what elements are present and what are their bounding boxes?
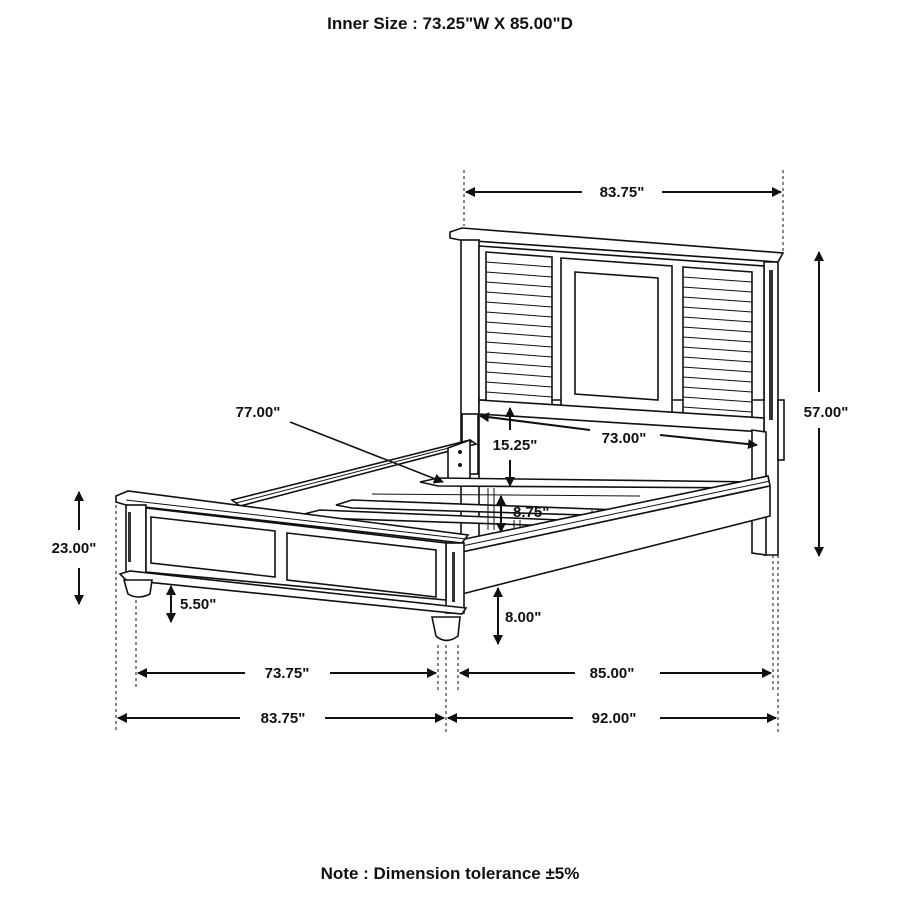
footboard-left-panel xyxy=(150,516,276,578)
svg-text:5.50": 5.50" xyxy=(180,596,216,613)
dimension-inner-length: 85.00" xyxy=(459,665,772,682)
svg-text:57.00": 57.00" xyxy=(804,404,849,421)
bed-frame-rails xyxy=(230,438,771,596)
svg-text:83.75": 83.75" xyxy=(600,184,645,201)
footboard-right-foot xyxy=(431,616,461,642)
svg-text:8.75": 8.75" xyxy=(513,504,549,521)
footboard-right-panel xyxy=(286,532,437,598)
dimension-headboard-height: 57.00" xyxy=(804,251,849,557)
svg-text:73.00": 73.00" xyxy=(602,430,647,447)
dimension-inner-width: 73.75" xyxy=(137,665,437,682)
footboard xyxy=(115,490,470,642)
svg-text:15.25": 15.25" xyxy=(493,437,538,454)
footboard-left-foot xyxy=(122,579,153,598)
extension-lines xyxy=(115,170,784,735)
svg-text:73.75": 73.75" xyxy=(265,665,310,682)
svg-text:92.00": 92.00" xyxy=(592,710,637,727)
diagram-title: Inner Size : 73.25"W X 85.00"D xyxy=(327,14,573,33)
svg-text:77.00": 77.00" xyxy=(236,404,281,421)
dimension-headboard-width: 83.75" xyxy=(465,184,782,201)
dimension-rail-length: 77.00" xyxy=(236,404,444,484)
dimension-footboard-clearance: 5.50" xyxy=(166,585,216,623)
svg-text:8.00": 8.00" xyxy=(505,609,541,626)
dimension-headboard-inner-width: 73.00" xyxy=(479,412,758,450)
svg-text:85.00": 85.00" xyxy=(590,665,635,682)
tolerance-note: Note : Dimension tolerance ±5% xyxy=(320,864,580,883)
headboard xyxy=(449,227,785,556)
dimension-slat-height: 8.75" xyxy=(496,495,549,533)
dimension-side-rail-clearance: 8.00" xyxy=(493,587,541,645)
dimension-overall-length: 92.00" xyxy=(447,710,777,727)
dimension-overall-width: 83.75" xyxy=(117,710,445,727)
svg-text:83.75": 83.75" xyxy=(261,710,306,727)
svg-text:23.00": 23.00" xyxy=(52,540,97,557)
post-groove xyxy=(769,270,773,420)
dimension-footboard-height: 23.00" xyxy=(52,491,97,605)
